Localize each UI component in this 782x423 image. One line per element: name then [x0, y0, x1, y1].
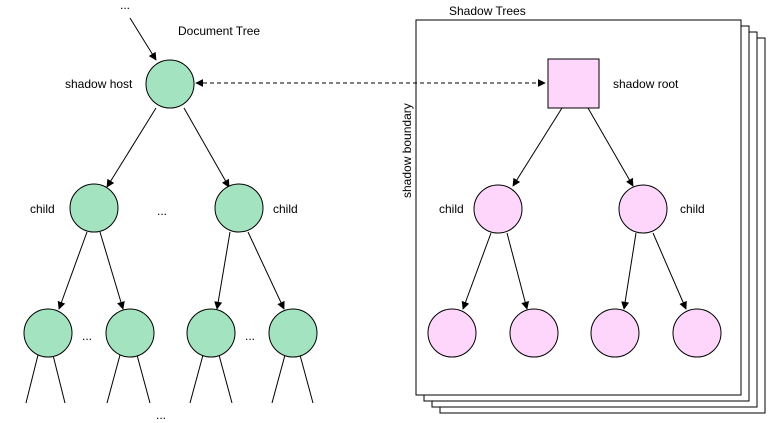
edge-shadow-left-to-leaf-2 [506, 232, 530, 310]
edge-into-shadow-host [129, 17, 157, 61]
document-tree-nodes [23, 59, 318, 358]
edge-shadow-right-to-leaf-3 [621, 232, 637, 310]
doc-child-left-node [69, 183, 119, 233]
edge-shadow-right-to-leaf-4 [652, 232, 687, 310]
shadow-tree-nodes [427, 58, 722, 358]
ellipsis-leaves-left: ... [82, 329, 92, 343]
shadow-leaf-node-3 [590, 308, 640, 358]
leaf-1-out-left [25, 354, 39, 404]
document-tree-edges [25, 17, 314, 404]
leaf-1-out-right [52, 354, 66, 404]
doc-child-left-label: child [30, 202, 55, 216]
doc-leaf-node-3 [186, 308, 236, 358]
doc-leaf-node-2 [105, 308, 155, 358]
shadow-leaf-node-1 [427, 308, 477, 358]
shadow-root-node [547, 58, 600, 109]
doc-leaf-node-1 [23, 308, 73, 358]
edge-host-to-right-child [183, 107, 230, 188]
edge-host-to-left-child [106, 107, 157, 188]
shadow-boundary-label: shadow boundary [400, 103, 414, 198]
edge-right-child-to-leaf-3 [214, 231, 231, 310]
shadow-host-node [145, 59, 195, 109]
document-tree-title: Document Tree [178, 24, 260, 38]
edge-right-child-to-leaf-4 [247, 231, 285, 310]
shadow-tree-edges [461, 107, 687, 310]
leaf-3-out-right [218, 354, 233, 404]
shadow-leaf-node-2 [509, 308, 559, 358]
doc-child-right-label: child [273, 202, 298, 216]
edge-root-to-right-child [587, 107, 634, 187]
edge-left-child-to-leaf-1 [57, 231, 88, 310]
leaf-3-out-left [189, 354, 204, 404]
top-ellipsis: ... [120, 0, 130, 12]
shadow-host-label: shadow host [65, 77, 133, 91]
ellipsis-bottom: ... [156, 408, 166, 422]
shadow-root-label: shadow root [613, 77, 679, 91]
ellipsis-mid: ... [157, 204, 167, 218]
doc-child-right-node [214, 183, 264, 233]
doc-leaf-node-4 [268, 308, 318, 358]
leaf-2-out-right [136, 354, 151, 404]
edge-left-child-to-leaf-2 [99, 231, 125, 310]
leaf-2-out-left [106, 354, 121, 404]
edge-root-to-left-child [512, 107, 563, 187]
shadow-child-right-node [618, 184, 668, 234]
edge-shadow-left-to-leaf-1 [461, 232, 492, 310]
shadow-child-right-label: child [680, 202, 705, 216]
shadow-trees-title: Shadow Trees [449, 4, 526, 18]
leaf-4-out-left [271, 354, 286, 404]
shadow-child-left-node [473, 184, 523, 234]
shadow-leaf-node-4 [672, 308, 722, 358]
shadow-child-left-label: child [439, 202, 464, 216]
leaf-4-out-right [299, 354, 314, 404]
ellipsis-leaves-right: ... [245, 329, 255, 343]
